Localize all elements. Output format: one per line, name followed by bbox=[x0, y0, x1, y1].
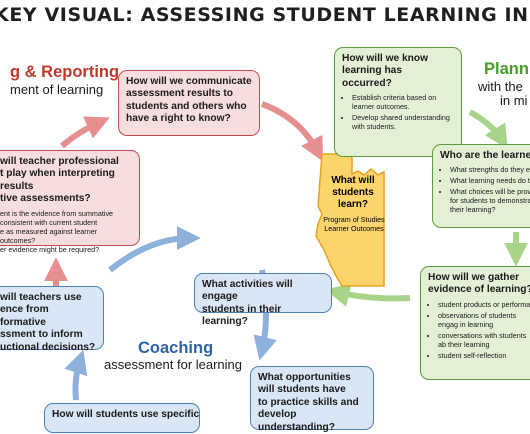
reporting-title: g & Reporting bbox=[10, 63, 120, 81]
arrow-evidence-to-engage bbox=[325, 283, 411, 307]
coaching-title: Coaching bbox=[138, 339, 214, 357]
center-question: What will students learn? bbox=[331, 175, 375, 210]
planning-subtitle-1: with the bbox=[478, 79, 523, 94]
engage-box: What activities will engage students in … bbox=[194, 273, 332, 327]
formative-box: will teachers use ence from formative ss… bbox=[0, 286, 104, 353]
learners-box: Who are the learner What strengths do th… bbox=[432, 144, 530, 228]
coaching-subtitle: assessment for learning bbox=[104, 357, 243, 372]
center-subtext: Program of Studies Learner Outcomes bbox=[323, 215, 385, 233]
arrow-communicate-to-center bbox=[260, 101, 324, 162]
practice-box: What opportunities will students have to… bbox=[250, 366, 374, 433]
communicate-box: How will we communicate assessment resul… bbox=[118, 70, 260, 136]
learning-occurred-box: How will we know learning has occurred? … bbox=[334, 47, 462, 157]
page-title: KEY VISUAL: ASSESSING STUDENT LEARNING I… bbox=[0, 4, 530, 26]
arrow-formative-to-engage bbox=[108, 226, 201, 273]
arrow-judgement-to-communicate bbox=[60, 116, 110, 149]
evidence-box: How will we gather evidence of learning?… bbox=[420, 266, 530, 380]
banner: KEY VISUAL: ASSESSING STUDENT LEARNING I… bbox=[0, 0, 530, 32]
cycle-arrows bbox=[44, 101, 528, 401]
alberta-map bbox=[315, 153, 385, 287]
planning-title: Plannin bbox=[484, 60, 530, 78]
arrow-known-to-learners bbox=[468, 109, 508, 150]
reporting-subtitle: ment of learning bbox=[10, 82, 104, 97]
student-use-box: How will students use specific bbox=[44, 403, 200, 433]
judgement-box: will teacher professional t play when in… bbox=[0, 150, 140, 254]
planning-subtitle-2: in mi bbox=[500, 93, 528, 108]
arrow-bottom-to-formative bbox=[64, 349, 88, 401]
